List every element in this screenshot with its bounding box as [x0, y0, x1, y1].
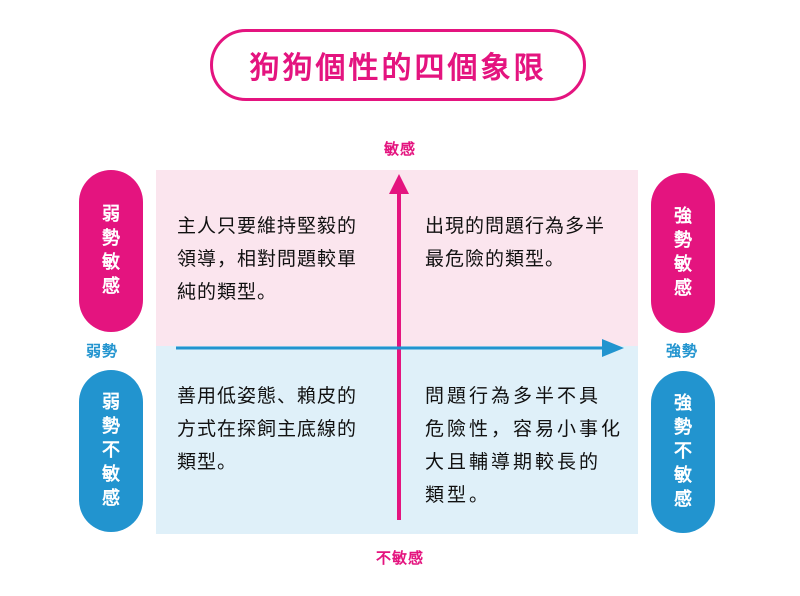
tag-char: 勢: [102, 416, 120, 437]
tag-strong-insensitive: 強 勢 不 敏 感: [651, 371, 715, 533]
tag-char: 不: [674, 441, 692, 462]
axis-label-top: 敏感: [383, 140, 416, 158]
tag-char: 勢: [674, 230, 692, 251]
tag-weak-insensitive: 弱 勢 不 敏 感: [79, 370, 143, 532]
quadrant-text-line: 類型。: [425, 484, 492, 506]
tag-char: 感: [102, 488, 120, 509]
axis-label-bottom: 不敏感: [375, 549, 424, 567]
quadrant-bottom-left-text: 善用低姿態、賴皮的 方式在探飼主底線的 類型。: [177, 380, 357, 479]
axis-label-left: 弱勢: [85, 342, 118, 360]
tag-char: 強: [674, 206, 692, 227]
tag-char: 不: [102, 440, 120, 461]
quadrant-text-line: 出現的問題行為多半: [425, 215, 606, 237]
tag-char: 感: [102, 276, 120, 297]
tag-char: 弱: [102, 392, 120, 413]
tag-char: 感: [674, 278, 692, 299]
tag-char: 強: [674, 393, 692, 414]
tag-char: 勢: [102, 228, 120, 249]
quadrant-top-right-text: 出現的問題行為多半 最危險的類型。: [425, 210, 605, 276]
quadrant-text-line: 類型。: [177, 451, 238, 473]
tag-char: 敏: [674, 254, 692, 275]
diagram-title: 狗狗個性的四個象限: [210, 29, 586, 101]
quadrant-text-line: 純的類型。: [177, 281, 278, 303]
horizontal-axis-arrowhead: [602, 339, 624, 357]
quadrant-text-line: 方式在探飼主底線的: [177, 418, 358, 440]
tag-char: 敏: [102, 252, 120, 273]
quadrant-text-line: 善用低姿態、賴皮的: [177, 385, 358, 407]
tag-char: 敏: [102, 464, 120, 485]
tag-char: 敏: [674, 465, 692, 486]
axis-label-right: 強勢: [665, 342, 698, 360]
quadrant-text-line: 主人只要維持堅毅的: [177, 215, 358, 237]
tag-char: 弱: [102, 204, 120, 225]
quadrant-text-line: 最危險的類型。: [425, 248, 566, 270]
tag-weak-sensitive: 弱 勢 敏 感: [79, 170, 143, 332]
quadrant-top-left-text: 主人只要維持堅毅的 領導，相對問題較單 純的類型。: [177, 210, 357, 309]
quadrant-bottom-right-text: 問題行為多半不具 危險性，容易小事化 大且輔導期較長的 類型。: [425, 380, 623, 512]
tag-strong-sensitive: 強 勢 敏 感: [651, 173, 715, 333]
quadrant-text-line: 大且輔導期較長的: [425, 451, 602, 473]
tag-char: 勢: [674, 417, 692, 438]
quadrant-text-line: 領導，相對問題較單: [177, 248, 358, 270]
quadrant-text-line: 危險性，容易小事化: [425, 418, 624, 440]
quadrant-text-line: 問題行為多半不具: [425, 385, 602, 407]
tag-char: 感: [674, 489, 692, 510]
vertical-axis-arrowhead: [389, 174, 409, 194]
